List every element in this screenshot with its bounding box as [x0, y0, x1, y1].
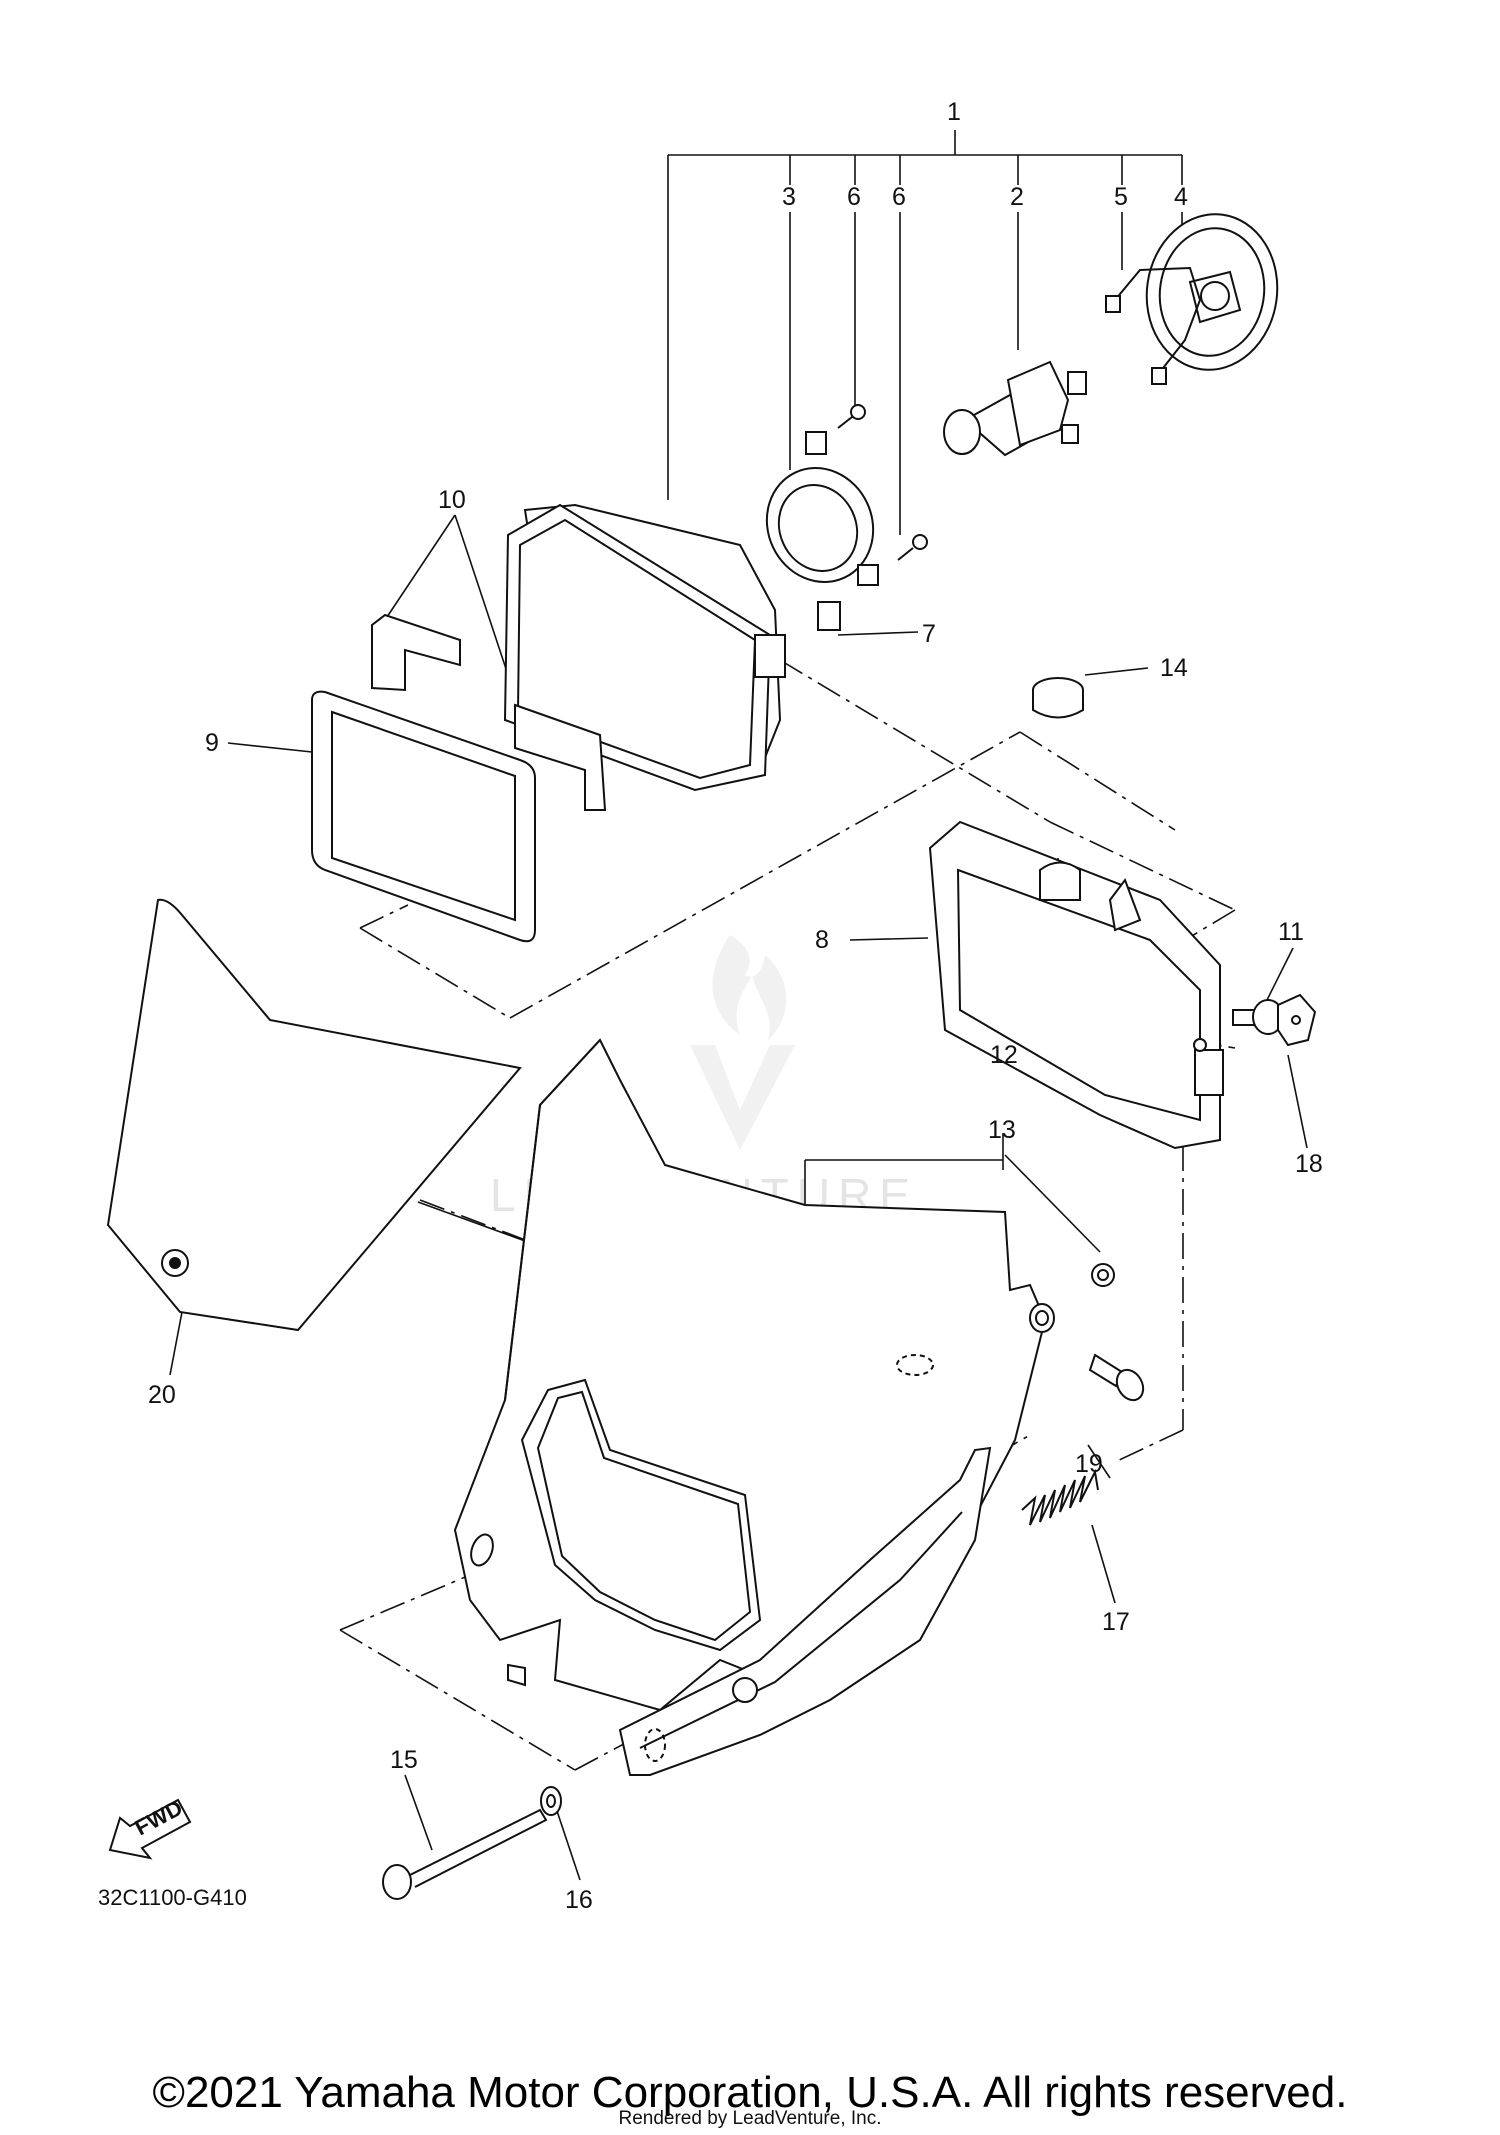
foam-strip-part-10-upper [371, 613, 461, 692]
callout-3: 3 [782, 183, 796, 211]
bulb-part-2 [943, 360, 1087, 457]
callout-20: 20 [148, 1381, 176, 1409]
callout-14: 14 [1160, 654, 1188, 682]
callout-6-b: 6 [892, 183, 906, 211]
callout-2: 2 [1010, 183, 1024, 211]
callout-1-bracket [667, 130, 1183, 500]
callout-4: 4 [1174, 183, 1188, 211]
grommet-part-14 [1032, 677, 1084, 719]
bulb-cover-part-4 [1145, 213, 1279, 371]
washer-part-16 [540, 1786, 562, 1816]
headlight-bracket-part-8 [928, 820, 1224, 1150]
headlight-cowl-part-12 [453, 1038, 1055, 1712]
bulb-holder-part-3 [765, 431, 879, 586]
leadventure-logo-watermark [690, 935, 795, 1150]
headlight-unit [503, 503, 786, 792]
bolt-part-11 [1232, 999, 1284, 1035]
clip-part-18 [1277, 993, 1317, 1047]
screw-part-15 [382, 1808, 548, 1900]
callout-labels: 1 2 3 4 5 6 6 7 8 9 10 11 12 13 14 15 16… [148, 98, 1323, 1914]
callout-11: 11 [1278, 918, 1304, 946]
nut-part-7 [817, 601, 841, 631]
socket-wire-part-5 [1105, 266, 1202, 385]
callout-5: 5 [1114, 183, 1128, 211]
callout-13: 13 [988, 1116, 1016, 1144]
callout-6-a: 6 [847, 183, 861, 211]
callout-19: 19 [1075, 1450, 1103, 1478]
callout-15: 15 [390, 1746, 418, 1774]
callout-16: 16 [565, 1886, 593, 1914]
cowl-side-panel [618, 1446, 992, 1776]
screw-part-6-upper [837, 404, 866, 429]
callout-17: 17 [1102, 1608, 1130, 1636]
callout-7: 7 [922, 620, 936, 648]
screw-part-6-lower [897, 534, 928, 561]
callout-1: 1 [947, 98, 961, 126]
callout-8: 8 [815, 926, 829, 954]
rendered-by-notice: Rendered by LeadVenture, Inc. [618, 2108, 882, 2129]
callout-12: 12 [990, 1041, 1018, 1069]
spring-part-17 [1021, 1468, 1099, 1526]
shield-part-20 [106, 898, 522, 1332]
callout-10: 10 [438, 486, 466, 514]
foam-strip-part-10-lower [514, 703, 607, 811]
diagram-code: 32C1100-G410 [98, 1885, 247, 1910]
washer-part-13 [1091, 1263, 1115, 1287]
copyright-notice: ©2021 Yamaha Motor Corporation, U.S.A. A… [152, 2068, 1348, 2117]
fwd-arrow-icon: FWD [108, 1795, 192, 1860]
callout-9: 9 [205, 729, 219, 757]
bolt-part-19 [1088, 1353, 1145, 1402]
callout-18: 18 [1295, 1150, 1323, 1178]
headlight-frame-part-9 [311, 690, 536, 943]
